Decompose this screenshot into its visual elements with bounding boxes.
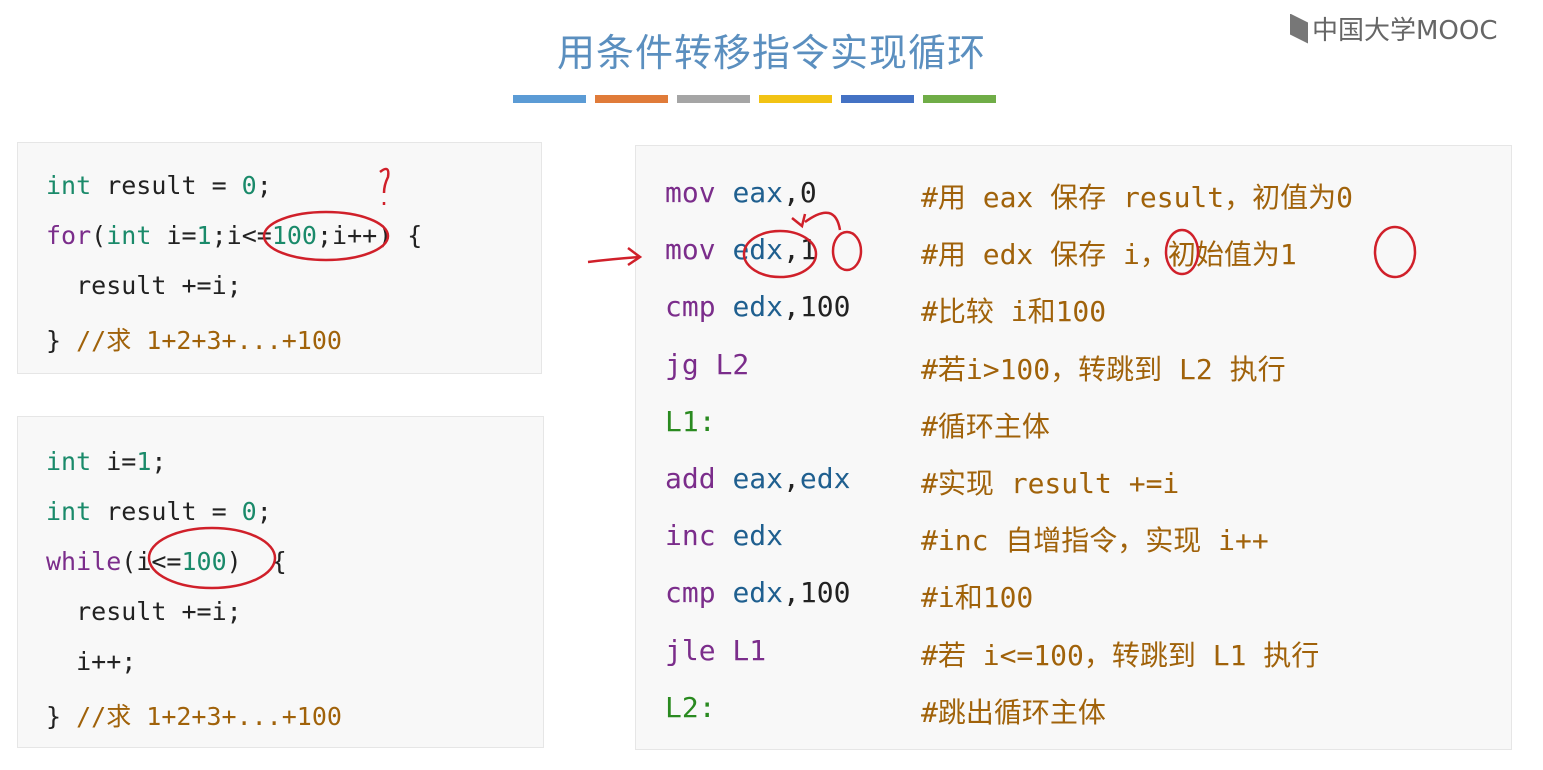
asm-instruction: jle L1	[665, 634, 766, 667]
c-for-loop-code: int result = 0;for(int i=1;i<=100;i++) {…	[17, 142, 542, 374]
code-token: ;	[256, 171, 272, 200]
code-token: ,100	[783, 576, 851, 610]
code-token: cmp	[665, 290, 733, 324]
code-token: ;	[151, 447, 167, 476]
asm-instruction: cmp edx,100	[665, 576, 850, 609]
code-token: edx	[799, 462, 851, 495]
slide-title: 用条件转移指令实现循环	[556, 31, 986, 75]
code-token: ) {	[226, 547, 287, 576]
code-token: jg L2	[665, 347, 750, 381]
code-token: eax	[732, 176, 784, 209]
code-line: int i=1;	[46, 447, 166, 476]
code-token: eax	[732, 462, 784, 495]
code-token: //求 1+2+3+...+100	[76, 326, 342, 355]
code-token: //求 1+2+3+...+100	[76, 702, 342, 731]
code-line: } //求 1+2+3+...+100	[46, 321, 342, 357]
asm-comment: #跳出循环主体	[921, 695, 1106, 729]
asm-comment: #实现 result +=i	[921, 467, 1180, 500]
code-token: i=	[151, 221, 197, 250]
code-line: result +=i;	[46, 271, 242, 300]
code-token: for	[46, 221, 92, 250]
c-while-loop-code: int i=1;int result = 0;while(i<=100) { r…	[17, 416, 544, 748]
asm-comment: #若i>100，转跳到 L2 执行	[921, 352, 1286, 386]
code-token: result +=i;	[46, 597, 242, 626]
accent-bar	[841, 95, 914, 103]
asm-comment: #比较 i和100	[921, 295, 1107, 329]
code-token: ;	[256, 497, 272, 526]
code-line: i++;	[46, 647, 136, 676]
asm-instruction: L2:	[665, 691, 716, 724]
code-token: edx	[732, 576, 784, 610]
pointer-arrow-icon	[587, 247, 643, 267]
code-token: int	[106, 221, 152, 250]
code-line: int result = 0;	[46, 171, 272, 200]
accent-bar	[677, 95, 750, 103]
asm-comment: #inc 自增指令，实现 i++	[921, 524, 1269, 558]
code-token: jle L1	[665, 633, 767, 667]
code-token: edx	[732, 290, 784, 324]
code-token: result =	[91, 171, 242, 200]
code-token: ,1	[783, 233, 817, 267]
accent-bars	[513, 95, 996, 103]
asm-instruction: cmp edx,100	[665, 290, 850, 323]
code-token: mov	[665, 176, 733, 209]
code-token: 1	[136, 447, 152, 476]
code-line: } //求 1+2+3+...+100	[46, 697, 342, 733]
code-token: 100	[181, 547, 227, 576]
code-line: while(i<=100) {	[46, 547, 287, 576]
code-line: int result = 0;	[46, 497, 272, 526]
code-token: cmp	[665, 576, 733, 610]
asm-instruction: mov eax,0	[665, 176, 817, 209]
code-token: (	[91, 221, 107, 250]
code-token: inc	[665, 519, 733, 553]
code-line: for(int i=1;i<=100;i++) {	[46, 221, 422, 250]
accent-bar	[595, 95, 668, 103]
code-token: ;i<=	[211, 221, 272, 250]
code-token: ,	[783, 462, 800, 495]
code-token: (i<=	[121, 547, 182, 576]
accent-bar	[513, 95, 586, 103]
code-token: }	[46, 702, 77, 731]
asm-instruction: mov edx,1	[665, 233, 817, 266]
logo-text: 中国大学MOOC	[1312, 16, 1498, 46]
code-line: result +=i;	[46, 597, 242, 626]
code-token: i++;	[46, 647, 137, 676]
code-token: 0	[241, 497, 257, 526]
asm-instruction: inc edx	[665, 519, 783, 552]
code-token: int	[46, 171, 92, 200]
code-token: L2:	[665, 690, 716, 724]
asm-comment: #循环主体	[921, 409, 1050, 443]
asm-comment: #用 edx 保存 i，初始值为1	[921, 238, 1297, 272]
asm-comment: #用 eax 保存 result，初值为0	[921, 181, 1354, 214]
asm-instruction: jg L2	[665, 348, 749, 381]
code-token: 1	[196, 221, 212, 250]
code-token: edx	[732, 519, 784, 553]
code-token: 0	[241, 171, 257, 200]
code-token: add	[665, 462, 733, 495]
code-token: ;i++) {	[316, 221, 423, 250]
code-token: L1:	[665, 404, 716, 438]
code-token: edx	[732, 233, 784, 267]
code-token: }	[46, 326, 77, 355]
code-token: i=	[91, 447, 137, 476]
accent-bar	[923, 95, 996, 103]
logo-icon	[1290, 13, 1308, 44]
mooc-logo: 中国大学MOOC	[1290, 10, 1498, 47]
code-token: ,0	[783, 176, 817, 209]
accent-bar	[759, 95, 832, 103]
asm-comment: #若 i<=100，转跳到 L1 执行	[921, 638, 1320, 672]
code-token: result +=i;	[46, 271, 242, 300]
code-token: int	[46, 497, 92, 526]
code-token: mov	[665, 233, 733, 267]
asm-instruction: add eax,edx	[665, 462, 850, 495]
code-token: ,100	[783, 290, 851, 324]
code-token: int	[46, 447, 92, 476]
asm-comment: #i和100	[921, 581, 1034, 615]
code-token: while	[46, 547, 122, 576]
code-token: 100	[271, 221, 317, 250]
asm-instruction: L1:	[665, 405, 716, 438]
code-token: result =	[91, 497, 242, 526]
